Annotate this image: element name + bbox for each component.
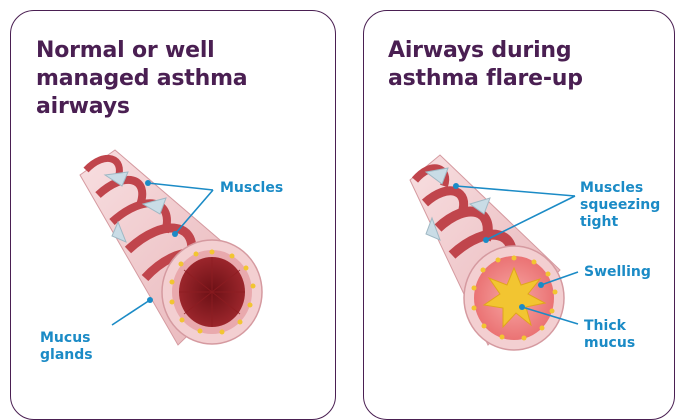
mucus-glands-label: Mucus glands — [40, 330, 93, 364]
swelling-label: Swelling — [584, 264, 651, 281]
muscles-squeezing-tight-label: Muscles squeezing tight — [580, 180, 660, 231]
flare-up-airway-tube — [410, 155, 564, 350]
muscles-label: Muscles — [220, 180, 283, 197]
thick-mucus-label: Thick mucus — [584, 318, 635, 352]
